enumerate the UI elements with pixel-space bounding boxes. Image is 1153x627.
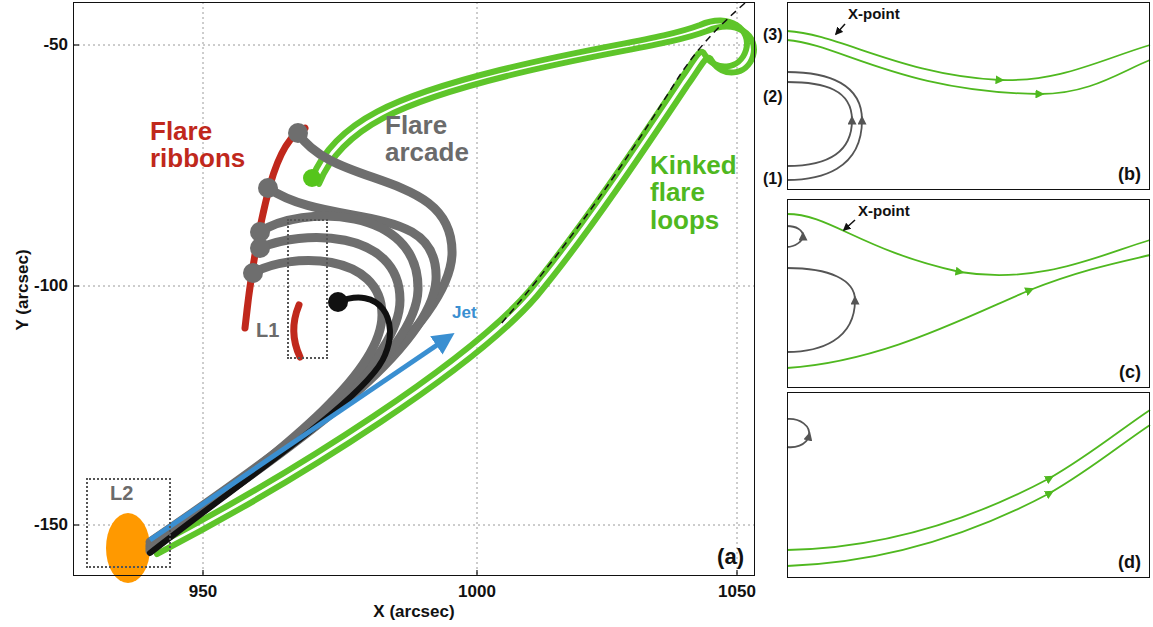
field-lines-b — [787, 72, 862, 180]
field-lines-c — [787, 214, 1150, 275]
kinked-flare-loops — [150, 21, 754, 554]
panel-label: L1 — [256, 319, 279, 341]
field-lines-b — [787, 24, 1150, 180]
callout-number: (1) — [763, 171, 783, 188]
flare-ribbons — [245, 128, 305, 357]
field-lines-b — [787, 31, 1150, 80]
tick-marks — [202, 570, 203, 576]
plot-panel: (a) L1L2 — [73, 2, 755, 576]
tick-label: -50 — [43, 36, 68, 54]
grid-lines — [477, 2, 478, 576]
panel-label: (d) — [1118, 553, 1141, 573]
region-box: L1 — [287, 219, 328, 359]
field-lines-b — [836, 24, 845, 34]
flare-arcade — [150, 133, 452, 551]
tick-label: 1050 — [718, 583, 756, 601]
field-lines-c — [787, 268, 855, 352]
tick-marks — [73, 44, 79, 45]
field-lines-d — [787, 425, 1150, 566]
tick-marks — [73, 45, 737, 576]
panel-label: (a) — [717, 545, 744, 569]
grid-lines — [73, 2, 755, 576]
field-lines-d — [787, 410, 1150, 566]
field-lines-d — [787, 419, 809, 447]
footpoint-dots — [288, 123, 308, 143]
feature-label: Kinked flare loops — [650, 152, 750, 234]
flare-ribbons — [245, 128, 305, 328]
field-lines-c — [844, 220, 855, 230]
jet-arrow — [150, 343, 440, 540]
footpoint-dots — [243, 123, 348, 312]
sketch-panel: (b) — [787, 2, 1150, 190]
footpoint-dots — [243, 263, 263, 283]
tick-label: 950 — [189, 583, 217, 601]
grid-lines — [203, 2, 204, 576]
footpoint-dots — [258, 178, 278, 198]
panel-label: (b) — [1118, 165, 1141, 185]
callout-number: (2) — [763, 89, 783, 106]
sketch-panel: (c) — [787, 199, 1150, 388]
footpoint-dots — [250, 238, 270, 258]
callout-number: (3) — [763, 27, 783, 44]
flare-ribbons — [294, 305, 300, 357]
tick-marks — [73, 285, 79, 286]
sketch-panel: (d) — [787, 392, 1150, 578]
tick-marks — [736, 570, 737, 576]
panel-label: L2 — [110, 482, 133, 504]
field-lines-c — [787, 214, 1150, 368]
tick-label: -150 — [34, 516, 68, 534]
footpoint-dots — [328, 292, 348, 312]
axis-title: X (arcsec) — [373, 603, 454, 621]
feature-label: Flare arcade — [385, 112, 495, 167]
field-lines-b — [787, 40, 1150, 94]
tick-marks — [73, 524, 79, 525]
footpoint-l2 — [106, 513, 150, 583]
tick-label: 1000 — [458, 583, 496, 601]
dashed-axis — [500, 3, 745, 325]
field-lines-b — [787, 82, 852, 166]
kinked-flare-loops — [150, 21, 747, 548]
footpoint-dots — [303, 169, 321, 187]
region-box: L2 — [86, 478, 171, 568]
callout-label: X-point — [858, 203, 910, 219]
panel-label: (c) — [1119, 363, 1141, 383]
feature-label: Jet — [452, 304, 477, 322]
tick-marks — [476, 570, 477, 576]
grid-lines — [737, 2, 738, 576]
tick-label: -100 — [34, 277, 68, 295]
axis-title: Y (arcsec) — [13, 250, 31, 331]
callout-label: X-point — [848, 6, 900, 22]
field-lines-c — [787, 255, 1150, 368]
feature-label: Flare ribbons — [150, 118, 275, 173]
field-lines-c — [787, 226, 803, 247]
